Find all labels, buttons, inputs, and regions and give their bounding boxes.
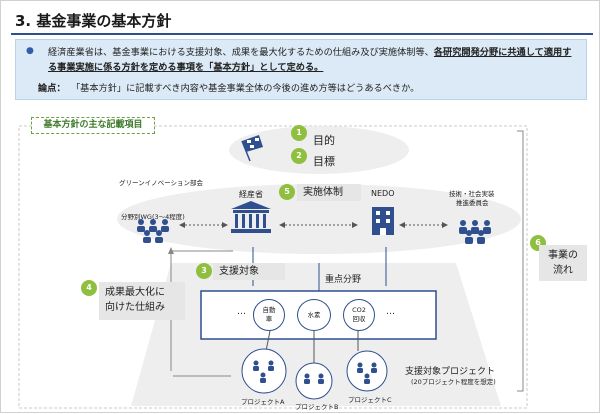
flow-bracket: [517, 130, 524, 392]
issue-label: 論点：: [38, 83, 66, 94]
summary-text-plain: 経済産業省は、基金事業における支援対象、成果を最大化するための仕組み及び実施体制…: [48, 47, 434, 58]
basic-policy-items-label: 基本方針の主な記載項目: [31, 117, 155, 134]
support-projects-note: (20プロジェクト程度を想定): [411, 378, 496, 386]
bullet-icon: ●: [26, 46, 34, 56]
item-2-number: 2: [291, 148, 307, 164]
project-a-label: プロジェクトA: [241, 398, 285, 406]
nedo-label: NEDO: [371, 189, 395, 198]
page-title: 3. 基金事業の基本方針: [15, 12, 172, 30]
project-a-people-icon: [253, 360, 274, 383]
item-6-line-2: 流れ: [553, 265, 573, 276]
nodes-ellipsis-right: …: [386, 307, 395, 317]
project-b-people-icon: [304, 373, 324, 384]
green-council-label: グリーンイノベーション部会: [119, 179, 204, 187]
item-3-tag: 支援対象: [213, 263, 285, 280]
nodes-ellipsis-left: …: [237, 307, 246, 317]
government-building-icon: [231, 201, 271, 233]
node-automobile: 自動 車: [253, 299, 285, 331]
purpose-ellipse: [229, 126, 409, 174]
summary-text: 経済産業省は、基金事業における支援対象、成果を最大化するための仕組み及び実施体制…: [48, 45, 578, 75]
project-c-people-icon: [357, 362, 377, 384]
summary-box: ● 経済産業省は、基金事業における支援対象、成果を最大化するための仕組み及び実施…: [15, 39, 587, 100]
project-c-circle: [346, 350, 388, 392]
committee-label-1: 技術・社会実装: [449, 190, 495, 198]
item-4-line-1: 成果最大化に: [105, 287, 165, 298]
node-automobile-label: 自動 車: [262, 306, 276, 323]
item-6-tag: 事業の 流れ: [539, 245, 587, 281]
project-b-circle: [295, 362, 333, 400]
node-co2-capture: CO2 回収: [343, 299, 375, 331]
item-5-tag: 実施体制: [297, 184, 361, 201]
item-3-number: 3: [196, 263, 212, 279]
project-a-circle: [241, 348, 287, 394]
node-co2-label: CO2 回収: [352, 306, 366, 323]
issue-text: 「基本方針」に記載すべき内容や基金事業全体の今後の進め方等はどうあるべきか。: [75, 83, 420, 94]
item-4-number: 4: [81, 280, 97, 296]
item-2-label: 目標: [313, 155, 335, 168]
wg-label: 分野別WG(3〜4程度): [121, 213, 185, 221]
item-1-label: 目的: [313, 134, 335, 147]
checkered-flag-icon: [241, 135, 263, 162]
project-b-label: プロジェクトB: [295, 403, 339, 411]
title-divider: [11, 33, 593, 35]
node-hydrogen: 水素: [297, 299, 331, 331]
item-6-line-1: 事業の: [548, 250, 578, 261]
item-4-line-2: 向けた仕組み: [105, 302, 165, 313]
node-hydrogen-label: 水素: [307, 310, 321, 319]
people-group-icon-wg: [137, 219, 169, 243]
office-building-icon: [372, 207, 394, 235]
priority-field-label: 重点分野: [325, 275, 362, 285]
people-group-icon-committee: [459, 220, 491, 244]
issue-line: 論点： 「基本方針」に記載すべき内容や基金事業全体の今後の進め方等はどうあるべきか…: [38, 80, 419, 94]
item-5-number: 5: [279, 184, 295, 200]
item-4-tag: 成果最大化に 向けた仕組み: [99, 282, 185, 320]
structure-ellipse: [117, 184, 521, 254]
meti-label: 経産省: [239, 190, 263, 199]
item-1-number: 1: [291, 125, 307, 141]
committee-label-2: 推進委員会: [456, 199, 489, 207]
summary-text-bold: 各研究開発分野に共通して適用する事業実施に係る方針を定める事項を「基本方針」とし…: [48, 47, 572, 73]
project-c-label: プロジェクトC: [348, 396, 392, 404]
support-projects-label: 支援対象プロジェクト: [405, 367, 496, 377]
